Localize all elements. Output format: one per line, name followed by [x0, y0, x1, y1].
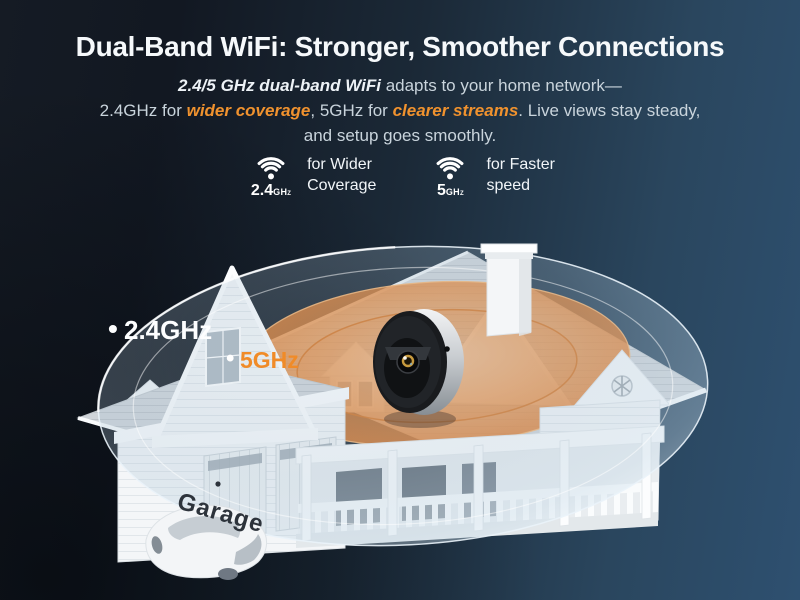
zone-bullet-2-4ghz: •	[108, 313, 118, 344]
svg-text:2.4GHz: 2.4GHz	[124, 315, 212, 345]
badge-2-4ghz: 2.4GHz for Wider Coverage	[245, 153, 377, 200]
zone-label-5ghz: • 5GHz	[226, 345, 299, 373]
header: Dual-Band WiFi: Stronger, Smoother Conne…	[0, 0, 800, 200]
badge-label-line: for Faster	[486, 156, 555, 173]
subtitle-text-2: 2.4GHz for	[99, 101, 187, 120]
garage-label-dot	[215, 481, 221, 487]
band-unit: GHz	[445, 187, 464, 197]
badge-label-line: speed	[486, 177, 531, 194]
subtitle-line-3: and setup goes smoothly.	[303, 126, 497, 145]
subtitle-text-3: , 5GHz for	[310, 101, 393, 120]
camera-mic-icon	[444, 346, 450, 352]
chimney	[480, 243, 538, 337]
badge-5ghz-icon-col: 5GHz	[424, 153, 476, 200]
band-value: 5	[436, 182, 446, 199]
badge-label-line: Coverage	[307, 177, 377, 194]
subtitle-text-4: . Live views stay steady,	[518, 101, 701, 120]
zone-label-2-4ghz: • 2.4GHz	[108, 313, 212, 345]
badge-2-4ghz-label: for Wider Coverage	[307, 153, 376, 196]
badge-label-line: for Wider	[307, 156, 372, 173]
wifi-icon	[257, 157, 285, 180]
svg-text:5GHz: 5GHz	[240, 347, 299, 373]
zone-bullet-5ghz: •	[226, 345, 234, 372]
subtitle: 2.4/5 GHz dual-band WiFi adapts to your …	[0, 73, 800, 148]
subtitle-line-2: 2.4GHz for wider coverage, 5GHz for clea…	[0, 98, 800, 123]
subtitle-emphasis: 2.4/5 GHz dual-band WiFi	[178, 76, 381, 95]
subtitle-line-1: 2.4/5 GHz dual-band WiFi adapts to your …	[0, 73, 800, 98]
page-title: Dual-Band WiFi: Stronger, Smoother Conne…	[75, 31, 725, 62]
band-2-4ghz: 2.4GHz	[251, 182, 291, 200]
band-unit: GHz	[273, 187, 292, 197]
coverage-ring-2-4ghz-inner	[132, 266, 674, 526]
wifi-camera-device	[373, 309, 464, 428]
wifi-icon	[437, 157, 464, 180]
highlight-clearer-streams: clearer streams	[392, 101, 519, 120]
highlight-wider-coverage: wider coverage	[186, 101, 311, 120]
band-5ghz: 5GHz	[437, 182, 464, 200]
badge-5ghz-label: for Faster speed	[486, 153, 554, 196]
subtitle-text-1: adapts to your home network—	[380, 76, 622, 95]
badge-2-4ghz-icon-col: 2.4GHz	[245, 153, 297, 200]
badge-5ghz: 5GHz for Faster speed	[424, 153, 555, 200]
car	[145, 504, 267, 580]
band-badges: 2.4GHz for Wider Coverage	[0, 153, 800, 200]
band-value: 2.4	[250, 182, 274, 199]
